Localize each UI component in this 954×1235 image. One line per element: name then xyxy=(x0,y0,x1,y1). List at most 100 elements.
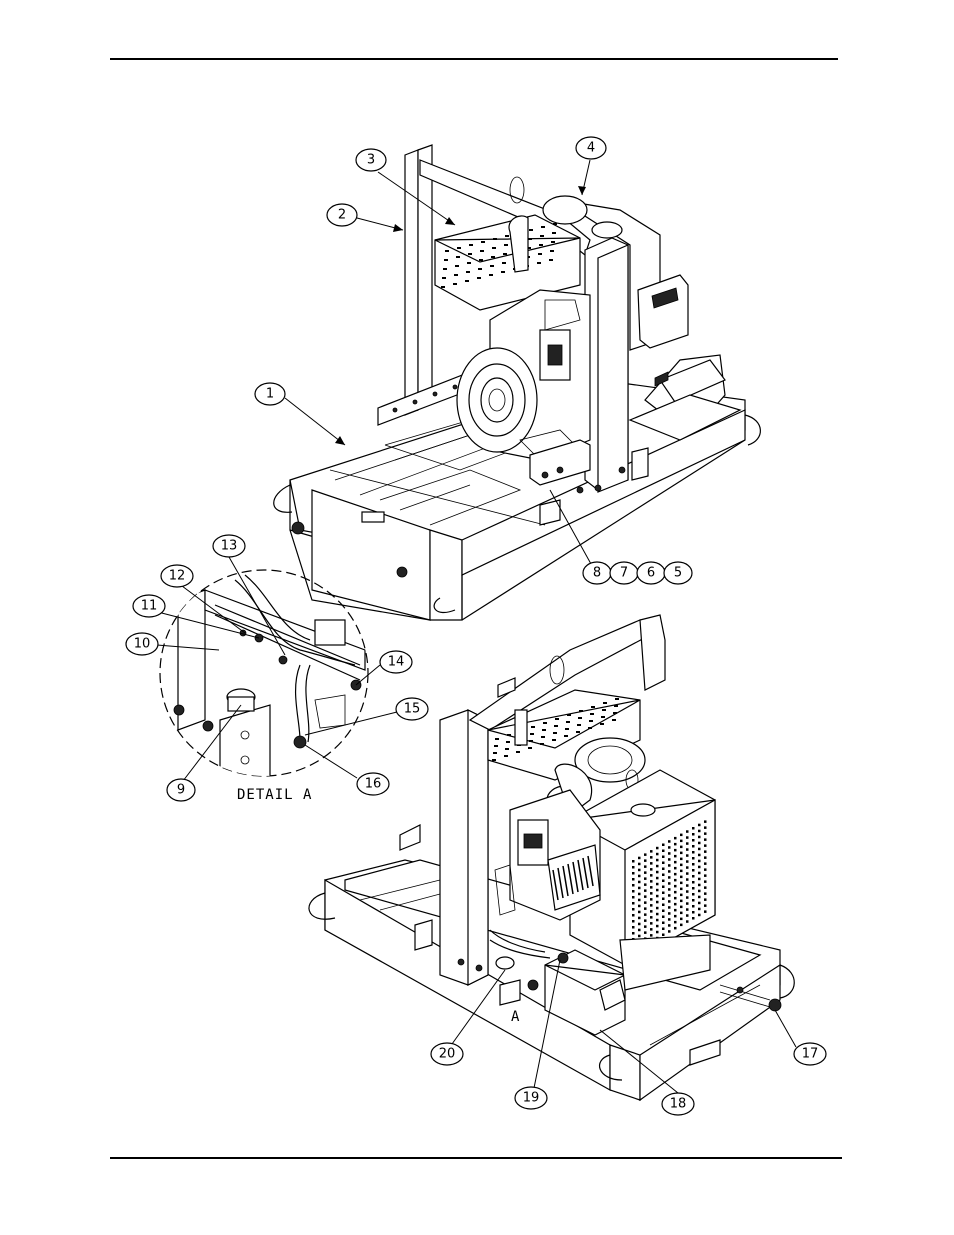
perforation-hole xyxy=(680,882,683,885)
perforation-hole xyxy=(504,244,508,246)
perforation-hole xyxy=(674,837,677,840)
perforation-hole xyxy=(680,918,683,921)
perforation-hole xyxy=(662,910,665,913)
detail-a-view: DETAIL A xyxy=(160,570,368,803)
perforation-hole xyxy=(650,868,653,871)
perforation-hole xyxy=(555,718,559,720)
perforation-hole xyxy=(698,914,701,917)
perforation-hole xyxy=(615,698,619,700)
callout-2-text: 2 xyxy=(338,208,346,223)
perforation-hole xyxy=(704,880,707,883)
callout-14: 14 xyxy=(380,651,412,673)
perforation-hole xyxy=(704,862,707,865)
perforation-hole xyxy=(674,921,677,924)
perforation-hole xyxy=(632,932,635,935)
callout-16-text: 16 xyxy=(365,777,382,792)
perforation-hole xyxy=(638,935,641,938)
perforation-hole xyxy=(650,874,653,877)
perforation-hole xyxy=(680,834,683,837)
perforation-hole xyxy=(698,902,701,905)
perforation-hole xyxy=(644,877,647,880)
perforation-hole xyxy=(704,904,707,907)
perforation-hole xyxy=(656,907,659,910)
detail-a-label: DETAIL A xyxy=(237,787,312,803)
perforation-hole xyxy=(504,755,508,757)
perforation-hole xyxy=(656,871,659,874)
perforation-hole xyxy=(632,908,635,911)
perforation-hole xyxy=(674,927,677,930)
perforation-hole xyxy=(468,253,472,255)
perforation-hole xyxy=(553,732,557,734)
perforation-hole xyxy=(686,848,689,851)
perforation-hole xyxy=(554,725,558,727)
perforation-hole xyxy=(553,223,557,225)
perforation-hole xyxy=(441,286,445,288)
perforation-hole xyxy=(638,863,641,866)
callout-3-text: 3 xyxy=(367,153,375,168)
callout-6: 6 xyxy=(637,562,665,584)
perforation-hole xyxy=(550,250,554,252)
perforation-hole xyxy=(698,854,701,857)
perforation-hole xyxy=(698,860,701,863)
perforation-hole xyxy=(662,934,665,937)
perforation-hole xyxy=(453,283,457,285)
perforation-hole xyxy=(602,709,606,711)
perforation-hole xyxy=(662,892,665,895)
perforation-hole xyxy=(656,865,659,868)
perforation-hole xyxy=(644,889,647,892)
perforation-hole xyxy=(650,934,653,937)
perforation-hole xyxy=(567,714,571,716)
callout-4: 4 xyxy=(576,137,606,159)
perforation-hole xyxy=(656,901,659,904)
perforation-hole xyxy=(668,858,671,861)
perforation-hole xyxy=(704,820,707,823)
perforation-hole xyxy=(662,916,665,919)
perforation-hole xyxy=(507,734,511,736)
perforation-hole xyxy=(686,854,689,857)
perforation-hole xyxy=(692,863,695,866)
perforation-hole xyxy=(662,898,665,901)
perforation-hole xyxy=(668,900,671,903)
perforation-hole xyxy=(686,860,689,863)
perforation-hole xyxy=(650,928,653,931)
perforation-hole xyxy=(549,259,553,261)
callout-1-text: 1 xyxy=(266,387,274,402)
perforation-hole xyxy=(662,862,665,865)
perforation-hole xyxy=(650,916,653,919)
perforation-hole xyxy=(479,259,483,261)
perforation-hole xyxy=(650,886,653,889)
perforation-hole xyxy=(528,747,532,749)
perforation-hole xyxy=(698,890,701,893)
callout-5-text: 5 xyxy=(674,566,682,581)
perforation-hole xyxy=(680,858,683,861)
perforation-hole xyxy=(668,864,671,867)
perforation-hole xyxy=(692,827,695,830)
perforation-hole xyxy=(668,912,671,915)
callout-12-text: 12 xyxy=(169,569,186,584)
perforation-hole xyxy=(656,931,659,934)
perforation-hole xyxy=(674,903,677,906)
perforation-hole xyxy=(632,926,635,929)
perforation-hole xyxy=(454,274,458,276)
perforation-hole xyxy=(656,883,659,886)
perforation-hole xyxy=(644,865,647,868)
perforation-hole xyxy=(680,846,683,849)
perforation-hole xyxy=(588,727,592,729)
perforation-hole xyxy=(543,722,547,724)
perforation-hole xyxy=(650,850,653,853)
perforation-hole xyxy=(698,842,701,845)
callout-12: 12 xyxy=(161,565,193,587)
perforation-hole xyxy=(692,851,695,854)
perforation-hole xyxy=(644,901,647,904)
perforation-hole xyxy=(668,882,671,885)
perforation-hole xyxy=(668,924,671,927)
perforation-hole xyxy=(644,925,647,928)
perforation-hole xyxy=(668,888,671,891)
perforation-hole xyxy=(538,253,542,255)
callout-11: 11 xyxy=(133,595,165,617)
callout-19: 19 xyxy=(515,1087,547,1109)
perforation-hole xyxy=(644,853,647,856)
callout-3: 3 xyxy=(356,149,386,171)
callout-9: 9 xyxy=(167,779,195,801)
perforation-hole xyxy=(492,759,496,761)
